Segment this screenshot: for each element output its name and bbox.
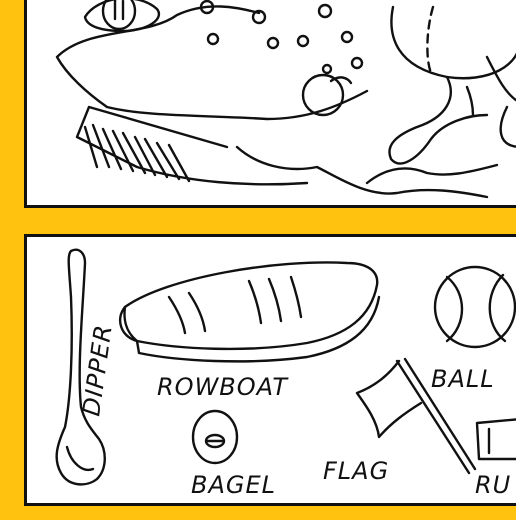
rug-drawing (475, 418, 516, 461)
bagel-drawing (191, 409, 239, 465)
items-drawing: DIPPER ROWBOAT BALL BAGEL FLAG (55, 248, 516, 499)
bagel-label: BAGEL (191, 471, 276, 499)
flag-label: FLAG (323, 457, 389, 485)
can-drawing (83, 0, 161, 33)
grass-fringe (75, 105, 499, 199)
dipper-drawing (55, 248, 106, 486)
rowboat-drawing (118, 261, 381, 363)
rug-label: RU (475, 471, 511, 499)
ball-label: BALL (431, 365, 495, 393)
blanket-outline (55, 5, 369, 121)
flag-drawing (355, 357, 477, 475)
apple-drawing (301, 73, 353, 117)
top-illustration-panel (24, 0, 516, 208)
rowboat-label: ROWBOAT (157, 373, 289, 401)
ball-drawing (433, 265, 516, 349)
polka-dots (199, 0, 364, 75)
picnic-scene-drawing (55, 0, 516, 199)
labeled-items-panel: DIPPER ROWBOAT BALL BAGEL FLAG (24, 234, 516, 506)
bear-figure-drawing (388, 5, 516, 165)
dipper-label: DIPPER (77, 322, 118, 417)
